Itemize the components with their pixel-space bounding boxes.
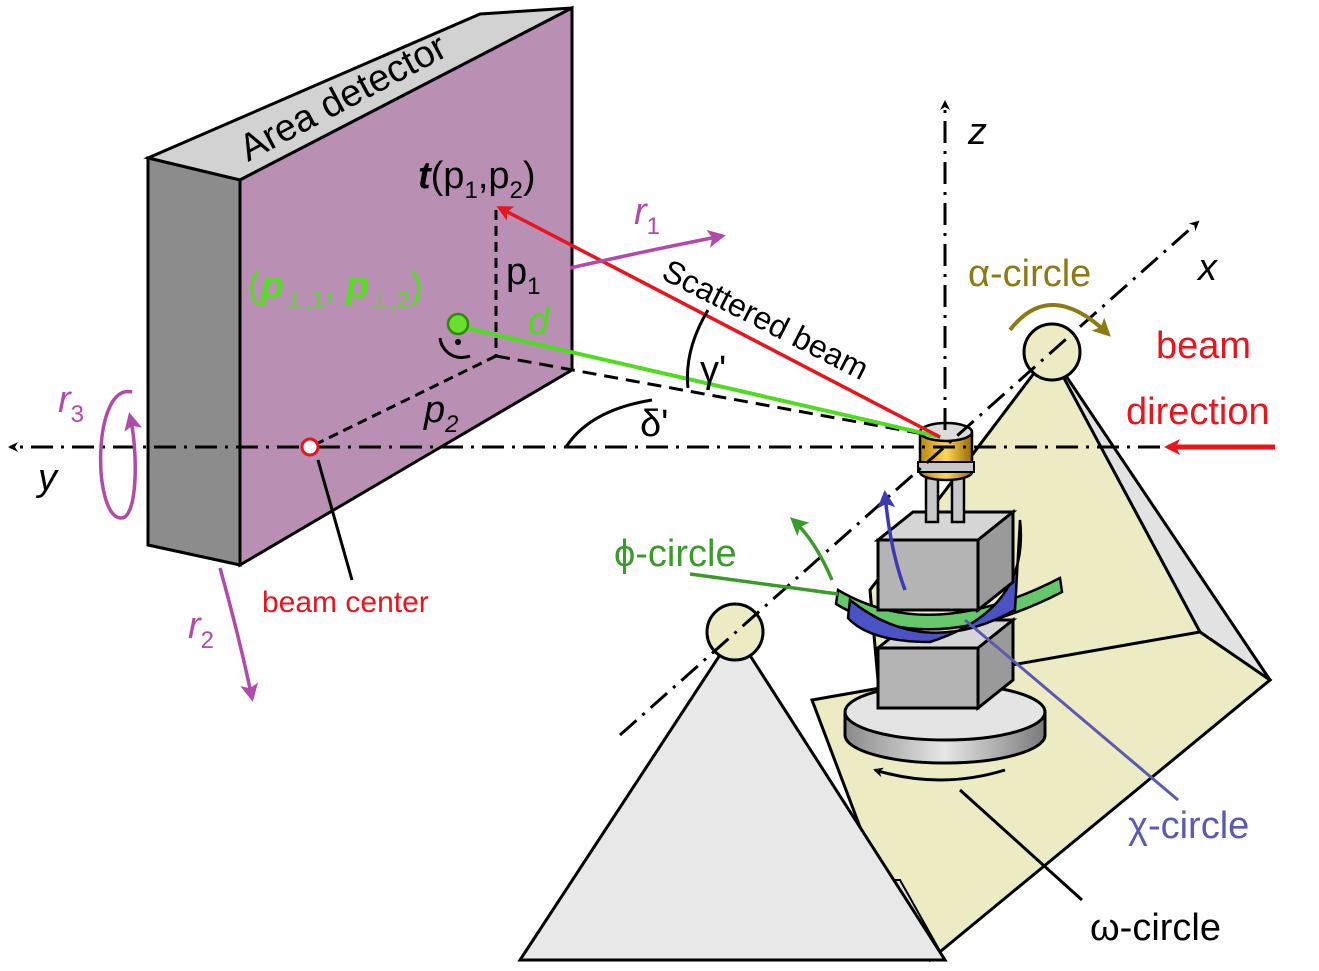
goniometer [517, 322, 1273, 963]
lower-block [876, 646, 980, 710]
omega-arrow [873, 767, 1006, 782]
perp-point [446, 312, 470, 336]
scattered-beam-label: Scattered beam [657, 252, 875, 387]
area-detector: Area detector [143, 5, 574, 568]
y-axis-label: y [35, 457, 59, 499]
detector-side [146, 156, 242, 567]
alpha-arrow [1008, 303, 1111, 337]
beam-center-label: beam center [262, 586, 429, 619]
scattered-beam-line [496, 206, 941, 439]
x-axis-line [619, 220, 1200, 737]
front-pyramid [517, 629, 948, 962]
phi-pointer [689, 572, 839, 596]
chi-pointer [964, 618, 1179, 802]
gamma-arc [685, 309, 710, 389]
beam-center-marker [300, 437, 320, 457]
labels: t(p1,p2) (p⊥,1, p⊥,2) p1 d p2 r1 r2 r3 y… [35, 111, 1270, 949]
geometry [300, 206, 1275, 581]
p1-label: p1 [506, 251, 541, 300]
phi-arrow [790, 517, 834, 581]
pixel-label: t(p1,p2) [418, 155, 536, 204]
phi-circle-label: ϕ-circle [614, 533, 737, 575]
alpha-circle-label: α-circle [968, 253, 1091, 295]
beam-direction-label-2: direction [1126, 391, 1270, 433]
omega-circle-label: ω-circle [1090, 907, 1221, 949]
axes [8, 100, 1200, 737]
p2-label: p2 [423, 389, 459, 438]
r3-label: r3 [58, 379, 84, 428]
beam-direction-label-1: beam [1156, 325, 1251, 367]
r1-label: r1 [634, 191, 660, 240]
perp-point-label: (p⊥,1, p⊥,2) [248, 265, 423, 314]
z-axis-label: z [967, 111, 987, 153]
rotation-arrows [98, 229, 1179, 902]
d-label: d [528, 301, 551, 343]
gamma-label: γ' [700, 349, 726, 391]
r2-label: r2 [188, 605, 214, 654]
r3-arrow [98, 390, 142, 520]
delta-label: δ' [640, 403, 668, 445]
r2-arrow [218, 567, 258, 702]
r1-arrow [569, 229, 726, 270]
omega-pointer [958, 788, 1084, 902]
delta-arc [564, 398, 653, 448]
chi-arrow [877, 490, 907, 591]
d-line [457, 324, 941, 439]
x-axis-label: x [1196, 247, 1219, 289]
chi-circle-label: χ-circle [1128, 805, 1249, 847]
